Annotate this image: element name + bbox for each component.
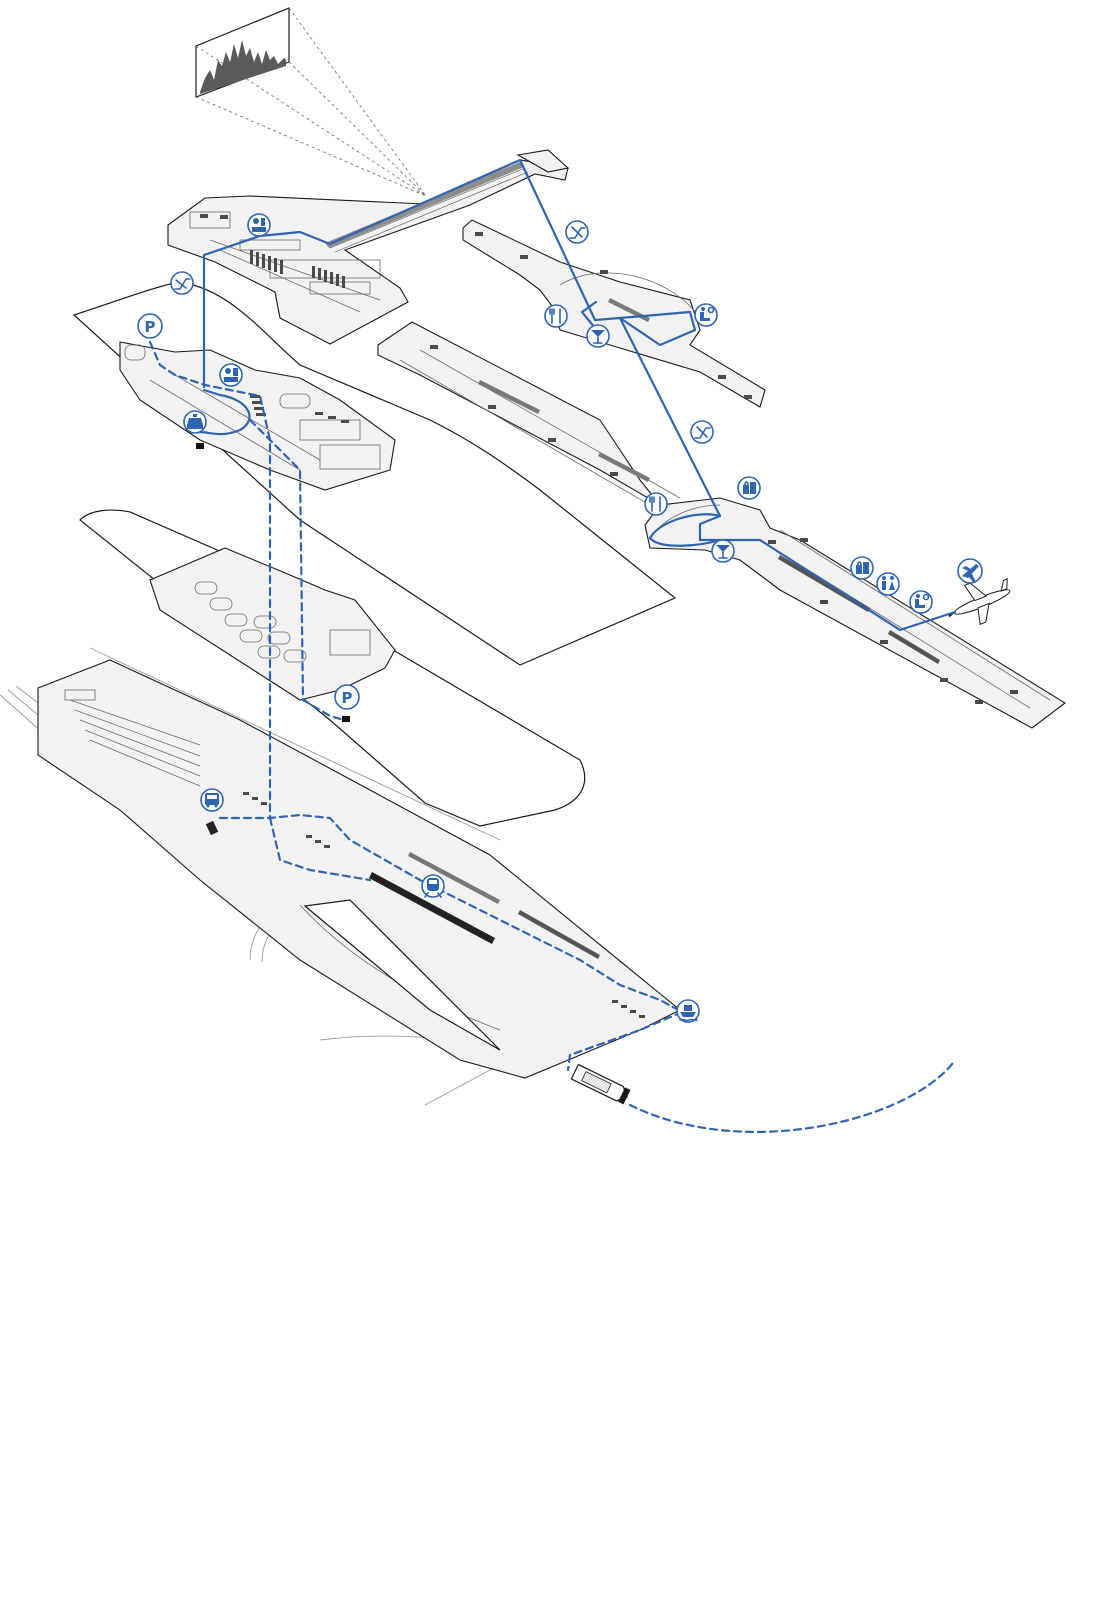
train-icon	[421, 874, 445, 898]
passport-control-icon	[247, 213, 271, 237]
bar-icon	[711, 539, 735, 563]
ferry-icon	[676, 999, 700, 1023]
restaurant-icon	[644, 492, 668, 516]
pier-upper-arm	[462, 219, 766, 408]
parking-icon: P	[334, 684, 360, 710]
airplane	[947, 578, 1011, 625]
taxi-icon	[183, 410, 207, 434]
ground-transport-interchange	[0, 647, 682, 1106]
pier-gate-lounges	[478, 298, 940, 664]
lounge-icon	[694, 303, 718, 327]
pier-gates	[430, 232, 1018, 704]
rail-track-2	[518, 910, 600, 959]
view-cone-lines	[195, 7, 427, 197]
skyline-silhouette	[200, 40, 286, 94]
car-marker	[196, 443, 204, 449]
restroom-icon	[876, 572, 900, 596]
ferry-sea-route	[628, 1058, 957, 1134]
circulation-routes	[148, 158, 957, 1134]
escalator-icon	[170, 271, 194, 295]
surface-parking-lot	[64, 689, 201, 787]
icons: P P	[137, 213, 983, 1023]
departure-route-solid	[202, 158, 957, 632]
ferry-connector-dashed	[566, 1010, 684, 1072]
upper-hub-loop	[580, 300, 598, 330]
upper-concourse-slab	[167, 159, 569, 345]
concourse-seating	[200, 214, 345, 288]
escalator-icon	[565, 220, 589, 244]
restaurant-icon	[544, 304, 568, 328]
upper-concourse	[167, 149, 570, 345]
sky-bridge	[325, 162, 529, 253]
rail-track	[408, 852, 500, 904]
bar-icon	[586, 324, 610, 348]
departure-airplane-icon	[957, 558, 983, 584]
lounge-icon	[909, 590, 933, 614]
platform-curve	[299, 904, 501, 1031]
skyline-viewpoint	[195, 7, 427, 197]
checkin-desks	[250, 395, 349, 423]
bus-icon	[200, 788, 224, 812]
pier-hub-loop	[648, 513, 722, 547]
parking-ramps	[194, 581, 371, 663]
inner-plaza	[303, 899, 501, 1051]
departures-hall-details	[124, 344, 381, 471]
parking-link-dashed	[248, 418, 346, 722]
bridge-head	[516, 149, 570, 173]
parking-letter: P	[342, 689, 353, 707]
parking-level	[79, 509, 586, 827]
dropoff-loop	[198, 388, 251, 436]
bus-marker	[205, 820, 219, 836]
escalator-icon	[690, 420, 714, 444]
parking-structure-slab	[149, 547, 396, 701]
bus-bays	[243, 792, 645, 1018]
ferry-link-dashed	[268, 816, 372, 882]
ferry-boat	[570, 1063, 631, 1105]
interchange-slab	[37, 659, 682, 1079]
shop-icon	[850, 556, 874, 580]
shop-icon	[737, 476, 761, 500]
car-marker-parking	[342, 716, 350, 722]
train-platform	[369, 872, 495, 944]
parking-icon: P	[137, 313, 163, 339]
parking-letter: P	[145, 318, 156, 336]
bus-link-dashed	[218, 813, 684, 1014]
check-in-icon	[219, 363, 243, 387]
